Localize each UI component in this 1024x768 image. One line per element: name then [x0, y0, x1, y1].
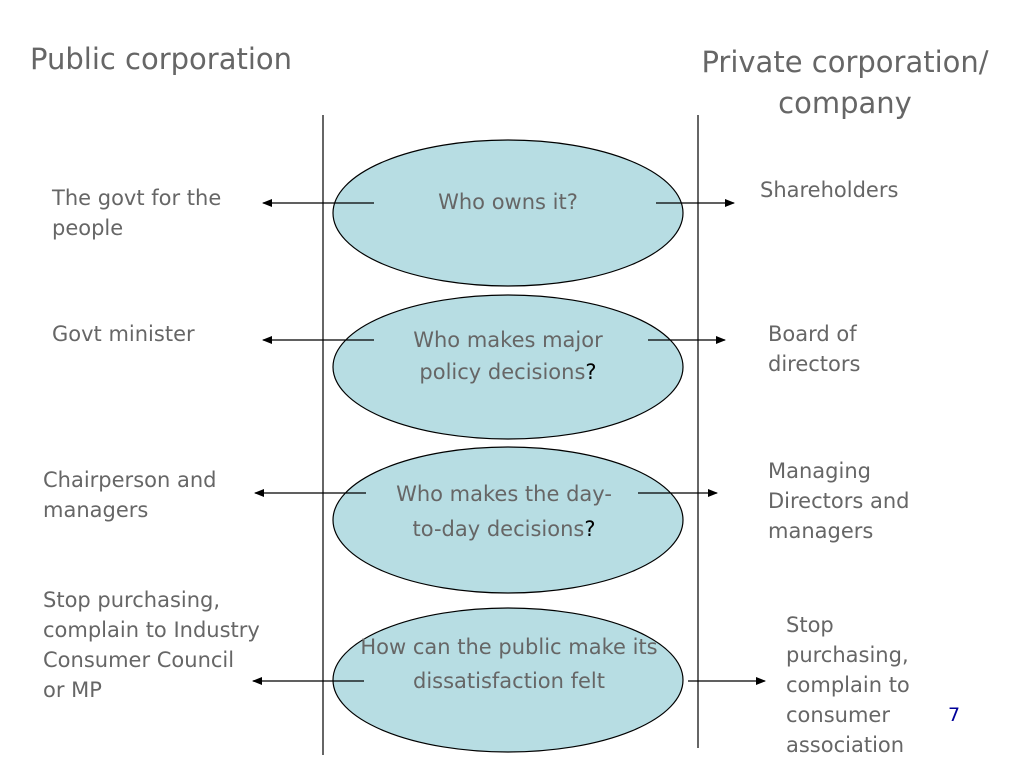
ellipse-dissatisfaction: [332, 607, 684, 753]
question-dissatisfaction: How can the public make its dissatisfact…: [360, 635, 658, 693]
ellipse-policy-decisions: [332, 294, 684, 440]
page-number: 7: [948, 704, 961, 726]
answer-private-dissatisfaction: Stop purchasing, complain to consumer as…: [786, 613, 910, 757]
question-who-owns: Who owns it?: [438, 190, 578, 214]
heading-private-corporation: Private corporation/ company: [701, 45, 989, 120]
answer-public-dissatisfaction: Stop purchasing, complain to Industry Co…: [43, 588, 260, 702]
answer-private-day-to-day: Managing Directors and managers: [768, 459, 910, 543]
answer-public-day-to-day: Chairperson and managers: [43, 468, 217, 522]
ellipse-day-to-day: [332, 446, 684, 594]
question-policy-decisions: Who makes major policy decisions?: [413, 328, 603, 384]
answer-private-policy: Board of directors: [768, 322, 861, 376]
ellipse-who-owns: [332, 139, 684, 287]
heading-public-corporation: Public corporation: [30, 42, 293, 76]
answer-public-policy: Govt minister: [52, 322, 195, 346]
answer-private-owns: Shareholders: [760, 178, 899, 202]
answer-public-owns: The govt for the people: [52, 186, 222, 240]
question-day-to-day: Who makes the day-to-day decisions?: [396, 482, 612, 541]
